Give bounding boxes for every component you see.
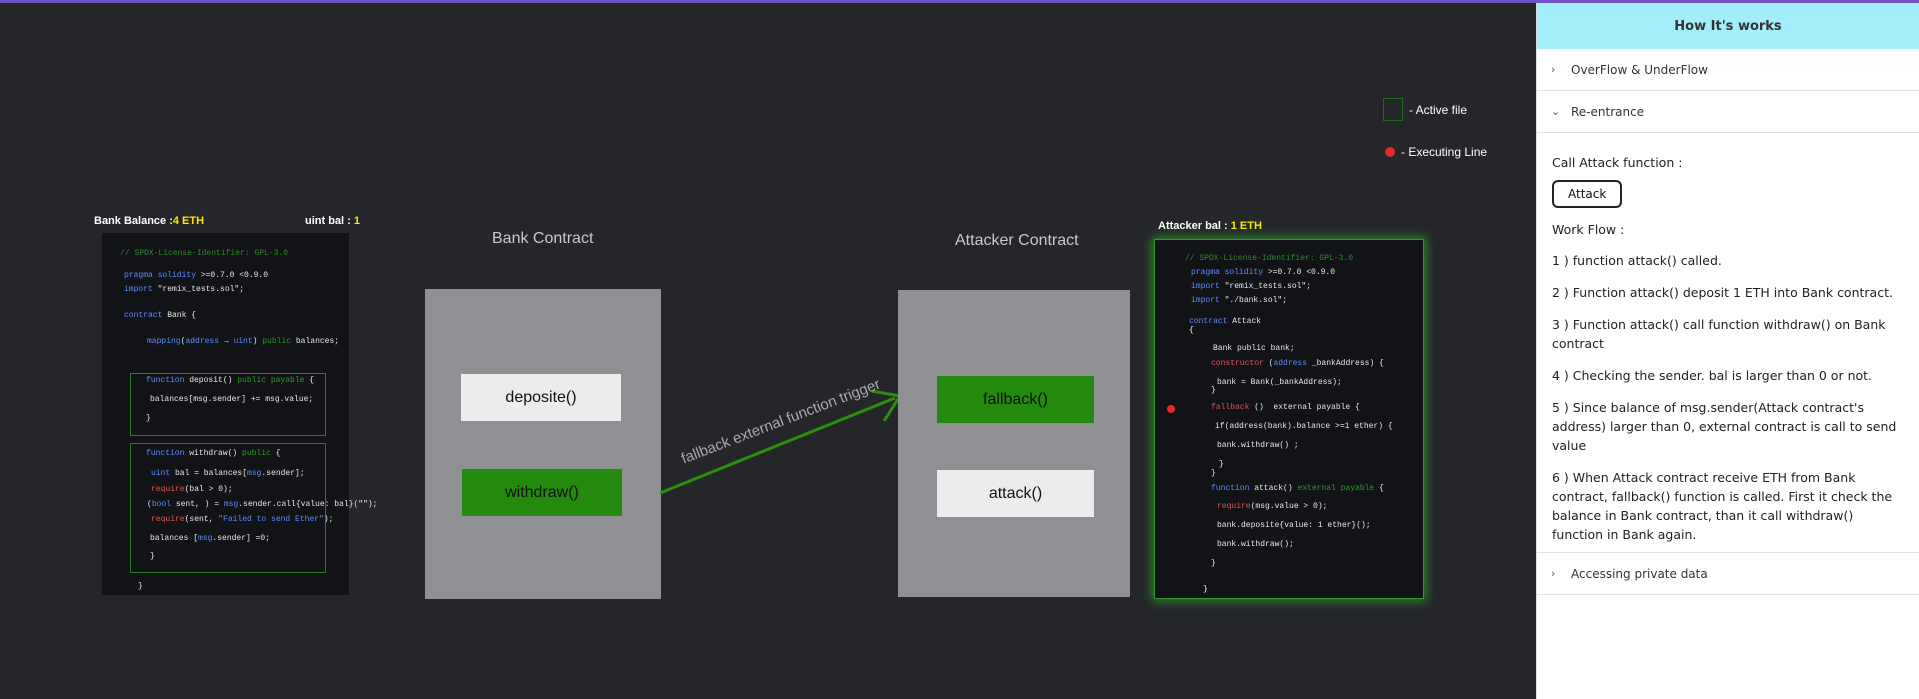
bank-contract-box: deposite() withdraw() [425,289,661,599]
legend-active-file-label: - Active file [1409,102,1468,117]
attacker-contract-box: fallback() attack() [898,290,1130,597]
code-line: } [1219,460,1224,469]
code-line: } [150,552,155,561]
code-line: fallback () external payable { [1211,403,1360,412]
workflow-step: 4 ) Checking the sender. bal is larger t… [1552,368,1873,383]
workflow-step: 2 ) Function attack() deposit 1 ETH into… [1552,285,1893,300]
code-line: bank = Bank(_bankAddress); [1217,378,1342,387]
section-overflow-underflow[interactable]: › OverFlow & UnderFlow [1537,49,1919,91]
code-line: import "remix_tests.sol"; [124,285,245,294]
how-it-works-panel: How It's works › OverFlow & UnderFlow ⌄ … [1536,3,1919,699]
deposit-function-box [130,373,326,436]
bank-balance-label: Bank Balance :4 ETH [94,215,205,227]
call-attack-label: Call Attack function : [1552,155,1683,170]
bank-code-panel: // SPDX-License-Identifier: GPL-3.0 prag… [102,233,377,595]
code-line: } [138,582,143,591]
bank-balance-value: 4 ETH [172,215,205,227]
workflow-step: 6 ) When Attack contract receive ETH fro… [1552,470,1893,542]
active-file-swatch [1383,98,1403,121]
code-line: uint bal = balances[msg.sender]; [151,469,305,478]
attacker-balance-label: Attacker bal : 1 ETH [1158,220,1262,232]
code-line: Bank public bank; [1213,344,1295,353]
code-line: { [1189,326,1194,335]
chevron-right-icon: › [1551,567,1556,580]
code-line: } [1211,386,1216,395]
withdraw-function-button[interactable]: withdraw() [462,469,622,516]
attack-function-button[interactable]: attack() [937,470,1094,517]
panel-title: How It's works [1537,3,1919,49]
code-line: function deposit() public payable { [146,376,315,385]
deposit-function-button[interactable]: deposite() [461,374,621,421]
top-accent-bar [0,0,1919,3]
code-line: // SPDX-License-Identifier: GPL-3.0 [1185,254,1354,263]
legend-active-file: - Active file [1383,98,1467,121]
attack-button[interactable]: Attack [1552,180,1623,208]
code-line: mapping(address → uint) public balances; [147,337,340,346]
code-line: contract Attack [1189,317,1262,326]
legend-executing-line-label: - Executing Line [1401,145,1488,159]
code-line: require(bal > 0); [151,485,233,494]
workflow-step: 5 ) Since balance of msg.sender(Attack c… [1552,400,1897,453]
section-label: OverFlow & UnderFlow [1571,62,1708,77]
code-line: import "remix_tests.sol"; [1191,282,1312,291]
bank-contract-title: Bank Contract [492,230,594,247]
code-line: function attack() external payable { [1211,484,1384,493]
visualization-stage: - Active file - Executing Line Bank Bala… [0,3,1536,699]
code-line: // SPDX-License-Identifier: GPL-3.0 [120,249,289,258]
uint-bal-label: uint bal : 1 [305,215,361,227]
code-line: balances [msg.sender] =0; [150,534,271,543]
re-entrance-content: Call Attack function : Attack Work Flow … [1537,133,1919,553]
code-line: bank.deposite{value: 1 ether}(); [1217,521,1371,530]
section-label: Accessing private data [1571,566,1708,581]
legend-executing-line: - Executing Line [1385,145,1487,159]
withdraw-function-box [130,443,326,573]
red-dot-icon [1385,147,1395,157]
attacker-balance-value: 1 ETH [1230,220,1262,232]
code-line: bank.withdraw(); [1217,540,1294,549]
code-line: pragma solidity >=0.7.0 <0.9.0 [124,271,269,280]
section-re-entrance[interactable]: ⌄ Re-entrance [1537,91,1919,133]
attacker-contract-title: Attacker Contract [955,232,1079,249]
code-line: contract Bank { [124,311,197,320]
executing-line-dot-icon [1167,405,1175,413]
chevron-right-icon: › [1551,63,1556,76]
workflow-step: 1 ) function attack() called. [1552,253,1722,268]
code-line: import "./bank.sol"; [1191,296,1288,305]
chevron-down-icon: ⌄ [1551,105,1561,118]
workflow-step: 3 ) Function attack() call function with… [1552,317,1886,351]
attacker-code-panel: // SPDX-License-Identifier: GPL-3.0 prag… [1154,239,1424,599]
code-line: } [146,414,151,423]
code-line: } [1203,585,1208,594]
workflow-label: Work Flow : [1552,222,1625,237]
code-line: function withdraw() public { [146,449,281,458]
code-line: constructor (address _bankAddress) { [1211,359,1384,368]
code-line: if(address(bank).balance >=1 ether) { [1215,422,1393,431]
code-line: pragma solidity >=0.7.0 <0.9.0 [1191,268,1336,277]
code-line: bank.withdraw() ; [1217,441,1299,450]
uint-bal-value: 1 [353,215,361,227]
code-line: require(sent, "Failed to send Ether"); [151,515,334,524]
code-line: } [1211,559,1216,568]
section-accessing-private-data[interactable]: › Accessing private data [1537,553,1919,595]
fallback-function-button[interactable]: fallback() [937,376,1094,423]
section-label: Re-entrance [1571,104,1645,119]
code-line: balances[msg.sender] += msg.value; [150,395,314,404]
code-line: (bool sent, ) = msg.sender.call{value: b… [147,500,378,509]
code-line: } [1211,469,1216,478]
code-line: require(msg.value > 0); [1217,502,1328,511]
